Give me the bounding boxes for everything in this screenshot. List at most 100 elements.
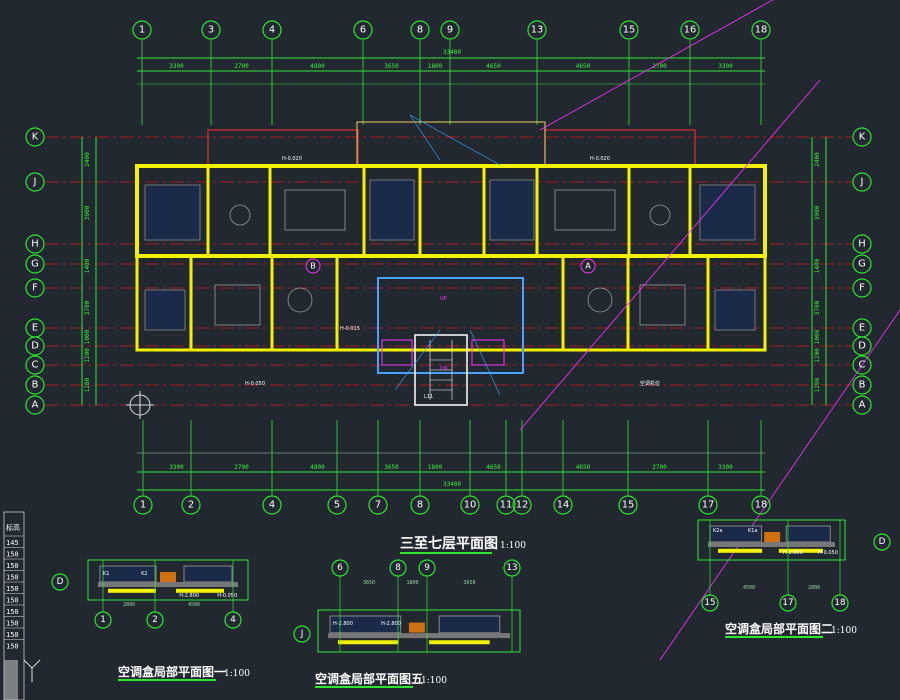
axis-grid-lines (45, 40, 852, 495)
bay-dimension-bottom: 1800 (428, 464, 443, 471)
side-dimension-right: 2400 (814, 152, 821, 167)
unit-marker-a (580, 258, 596, 274)
side-dimension-right: 1200 (814, 348, 821, 363)
axis-bubble-top-9: 9 (440, 20, 460, 40)
side-dimension-left: 2400 (84, 152, 91, 167)
svg-text:标高: 标高 (6, 523, 20, 532)
axis-label: F (32, 283, 38, 294)
detail-axis-bubble-9: 9 (418, 559, 436, 577)
detail-axis-bubble-6: 6 (331, 559, 349, 577)
detail-dimension: 1800 (406, 580, 418, 586)
side-dimension-right: 3700 (814, 300, 821, 315)
axis-label: A (859, 400, 866, 411)
axis-bubble-bottom-5: 5 (327, 495, 347, 515)
svg-text:H-0.015: H-0.015 (340, 326, 360, 332)
side-dimension-left: 1200 (84, 348, 91, 363)
detail-title: 空调盒局部平面图五 (315, 671, 423, 686)
detail-axis-bubble-15: 15 (701, 594, 719, 612)
axis-bubble-right-H: H (852, 234, 872, 254)
side-dimension-right: 1400 (814, 258, 821, 273)
axis-bubble-top-4: 4 (262, 20, 282, 40)
overall-dimension-top: 33400 (443, 49, 461, 56)
axis-bubble-bottom-4: 4 (262, 495, 282, 515)
axis-bubble-bottom-11: 11 (496, 495, 516, 515)
axis-label: E (32, 323, 38, 334)
svg-text:H-0.050: H-0.050 (245, 381, 265, 387)
axis-bubble-right-G: G (852, 254, 872, 274)
axis-bubble-bottom-14: 14 (553, 495, 573, 515)
axis-bubble-left-K: K (25, 127, 45, 147)
axis-bubble-right-D: D (852, 336, 872, 356)
detail-axis-bubble-8: 8 (389, 559, 407, 577)
axis-label: 9 (447, 25, 453, 36)
detail-axis-bubble-17: 17 (779, 594, 797, 612)
stair-core: L11 (377, 277, 524, 406)
bay-dimension: 3650 (384, 63, 399, 70)
svg-text:H-0.020: H-0.020 (590, 156, 610, 162)
svg-text:UP: UP (440, 296, 447, 302)
svg-text:A: A (585, 262, 591, 271)
overall-dimension-bottom: 33400 (443, 481, 461, 488)
detail-axis-bubble-13: 13 (503, 559, 521, 577)
axis-label: G (858, 259, 866, 270)
axis-label: J (33, 177, 37, 188)
bay-dimension-bottom: 4650 (486, 464, 501, 471)
axis-label: 1 (100, 615, 106, 625)
axis-bubble-bottom-10: 10 (460, 495, 480, 515)
axis-label: 2 (188, 500, 194, 511)
detail-label: H-2.800 (381, 621, 401, 627)
main-scale: 1:100 (500, 541, 526, 551)
axis-label: 9 (424, 563, 430, 573)
bay-dimension-bottom: 2700 (234, 464, 249, 471)
axis-label: C (32, 360, 39, 371)
axis-label: 18 (834, 598, 845, 608)
detail-side-axis-J: J (293, 625, 311, 643)
axis-bubble-right-A: A (852, 395, 872, 415)
axis-bubble-top-18: 18 (751, 20, 771, 40)
axis-label: 15 (704, 598, 715, 608)
bay-dimension-bottom: 4800 (310, 464, 325, 471)
side-dimension-left: 1400 (84, 258, 91, 273)
axis-label: 4 (269, 500, 275, 511)
axis-bubble-bottom-7: 7 (368, 495, 388, 515)
level-row: 150 (6, 597, 19, 605)
level-row: 150 (6, 562, 19, 570)
axis-label: 4 (230, 615, 236, 625)
axis-label: 13 (531, 25, 544, 36)
axis-bubble-right-F: F (852, 278, 872, 298)
axis-bubble-bottom-2: 2 (181, 495, 201, 515)
axis-bubble-left-A: A (25, 395, 45, 415)
detail-axis-bubble-4: 4 (224, 611, 242, 629)
detail-title: 空调盒局部平面图二 (725, 621, 833, 636)
axis-bubble-left-H: H (25, 234, 45, 254)
axis-bubble-left-C: C (25, 355, 45, 375)
axis-label: 8 (395, 563, 401, 573)
side-dimension-left: 3900 (84, 205, 91, 220)
side-dimension-right: 1000 (814, 329, 821, 344)
axis-label: 12 (516, 500, 529, 511)
detail-dimension: 4500 (743, 585, 755, 591)
axis-label: 16 (684, 25, 697, 36)
axis-label: D (31, 341, 39, 352)
axis-label: F (859, 283, 865, 294)
axis-label: 11 (500, 500, 513, 511)
side-dimension-left: 3700 (84, 300, 91, 315)
detail-label: K1a (748, 528, 758, 534)
side-dimension-right: 3900 (814, 205, 821, 220)
axis-bubble-bottom-18: 18 (751, 495, 771, 515)
axis-label: G (31, 259, 39, 270)
axis-bubble-bottom-12: 12 (512, 495, 532, 515)
detail-dimension: 3650 (463, 580, 475, 586)
bay-dimension: 4650 (576, 63, 591, 70)
bay-dimension: 3300 (169, 63, 184, 70)
detail-dimension: 3650 (363, 580, 375, 586)
level-row: 150 (6, 551, 19, 559)
axis-label: 10 (464, 500, 477, 511)
axis-bubble-right-B: B (852, 375, 872, 395)
level-row: 150 (6, 631, 19, 639)
detail-label: H-0.050 (818, 550, 838, 556)
detail-label: K2 (141, 571, 147, 577)
axis-label: 3 (208, 25, 214, 36)
